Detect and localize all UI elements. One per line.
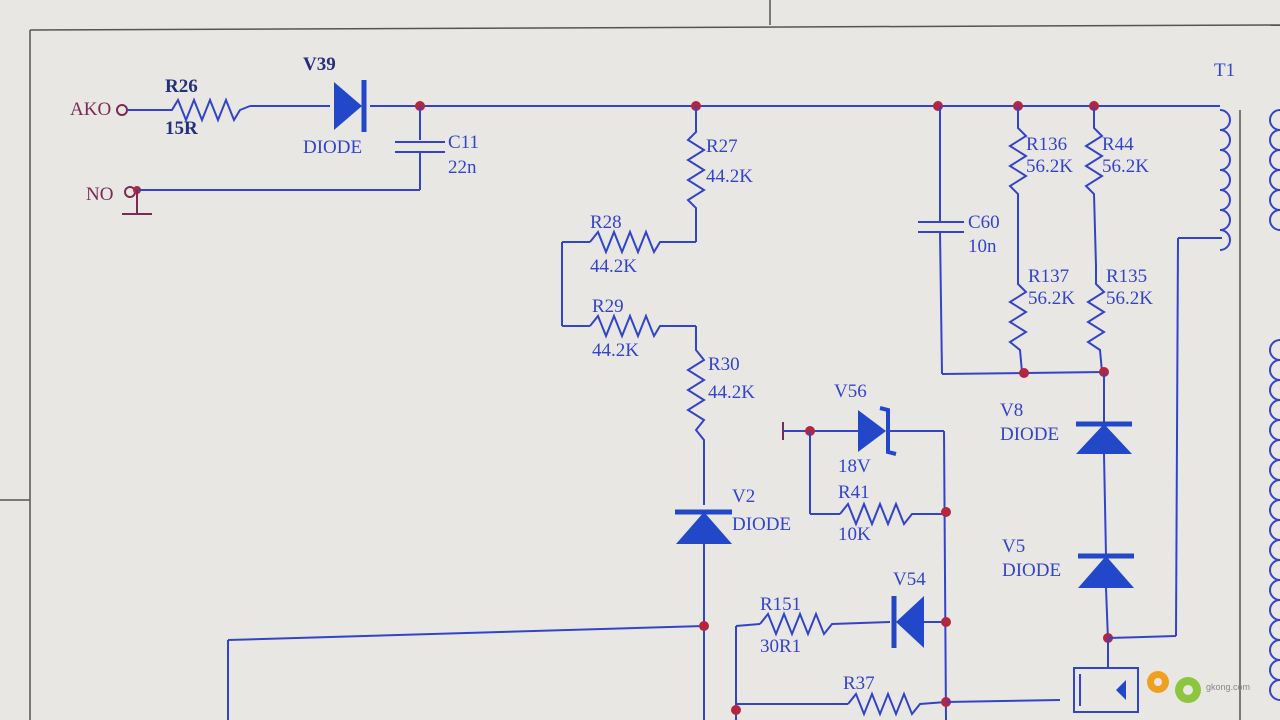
v5-value: DIODE	[1002, 560, 1061, 581]
v56-ref: V56	[834, 381, 867, 402]
junction	[941, 617, 951, 627]
v54-ref: V54	[893, 569, 926, 590]
v2-ref: V2	[732, 486, 755, 507]
r29-value: 44.2K	[592, 340, 639, 361]
junction	[699, 621, 709, 631]
r136-ref: R136	[1026, 134, 1067, 155]
watermark: gkong.com	[1147, 671, 1250, 703]
resistor-r135	[1086, 266, 1106, 373]
resistor-r30	[686, 326, 706, 505]
c11-value: 22n	[448, 157, 477, 178]
port-ako-label: AKO	[70, 99, 111, 120]
v5-ref: V5	[1002, 536, 1025, 557]
r29-ref: R29	[592, 296, 624, 317]
r30-ref: R30	[708, 354, 740, 375]
r151-ref: R151	[760, 594, 801, 615]
r27-value: 44.2K	[706, 166, 753, 187]
transformer-t1	[1219, 109, 1280, 701]
r44-value: 56.2K	[1102, 156, 1149, 177]
resistor-r137	[1008, 266, 1028, 373]
diode-v8	[1076, 421, 1132, 454]
resistor-r37	[847, 691, 947, 717]
diode-v2	[675, 509, 732, 544]
r41-value: 10K	[838, 524, 871, 545]
resistor-r136	[1008, 106, 1028, 266]
capacitor-c11	[395, 106, 445, 190]
v2-value: DIODE	[732, 514, 791, 535]
diode-v39	[334, 80, 367, 132]
r44-ref: R44	[1102, 134, 1134, 155]
r28-value: 44.2K	[590, 256, 637, 277]
v8-value: DIODE	[1000, 424, 1059, 445]
watermark-site: gkong.com	[1206, 682, 1250, 692]
junction	[1019, 368, 1029, 378]
r137-value: 56.2K	[1028, 288, 1075, 309]
c11-ref: C11	[448, 132, 479, 153]
r151-value: 30R1	[760, 636, 801, 657]
r41-ref: R41	[838, 482, 870, 503]
resistor-r44	[1084, 106, 1104, 267]
resistor-r26	[160, 97, 251, 123]
resistor-r27	[686, 106, 706, 242]
diode-v5	[1078, 553, 1134, 588]
resistor-r28	[589, 229, 696, 255]
ground-symbol	[122, 190, 152, 215]
r27-ref: R27	[706, 136, 738, 157]
r135-ref: R135	[1106, 266, 1147, 287]
resistor-r41	[839, 501, 946, 527]
v39-value: DIODE	[303, 137, 362, 158]
v39-ref: V39	[303, 54, 336, 75]
junction	[941, 507, 951, 517]
r137-ref: R137	[1028, 266, 1069, 287]
junction	[933, 101, 943, 111]
r30-value: 44.2K	[708, 382, 755, 403]
t1-ref: T1	[1214, 60, 1235, 81]
capacitor-c60	[918, 106, 964, 375]
resistor-r29	[589, 313, 696, 339]
port-no-label: NO	[86, 184, 113, 205]
diode-v54	[891, 596, 924, 648]
c60-value: 10n	[968, 236, 997, 257]
r28-ref: R28	[590, 212, 622, 233]
r37-ref: R37	[843, 673, 875, 694]
c60-ref: C60	[968, 212, 1000, 233]
junction	[731, 705, 741, 715]
mosfet	[1073, 638, 1139, 713]
v56-value: 18V	[838, 456, 871, 477]
r26-ref: R26	[165, 76, 198, 97]
v8-ref: V8	[1000, 400, 1023, 421]
r136-value: 56.2K	[1026, 156, 1073, 177]
r135-value: 56.2K	[1106, 288, 1153, 309]
r26-value: 15R	[165, 118, 198, 139]
resistor-r151	[759, 611, 891, 637]
